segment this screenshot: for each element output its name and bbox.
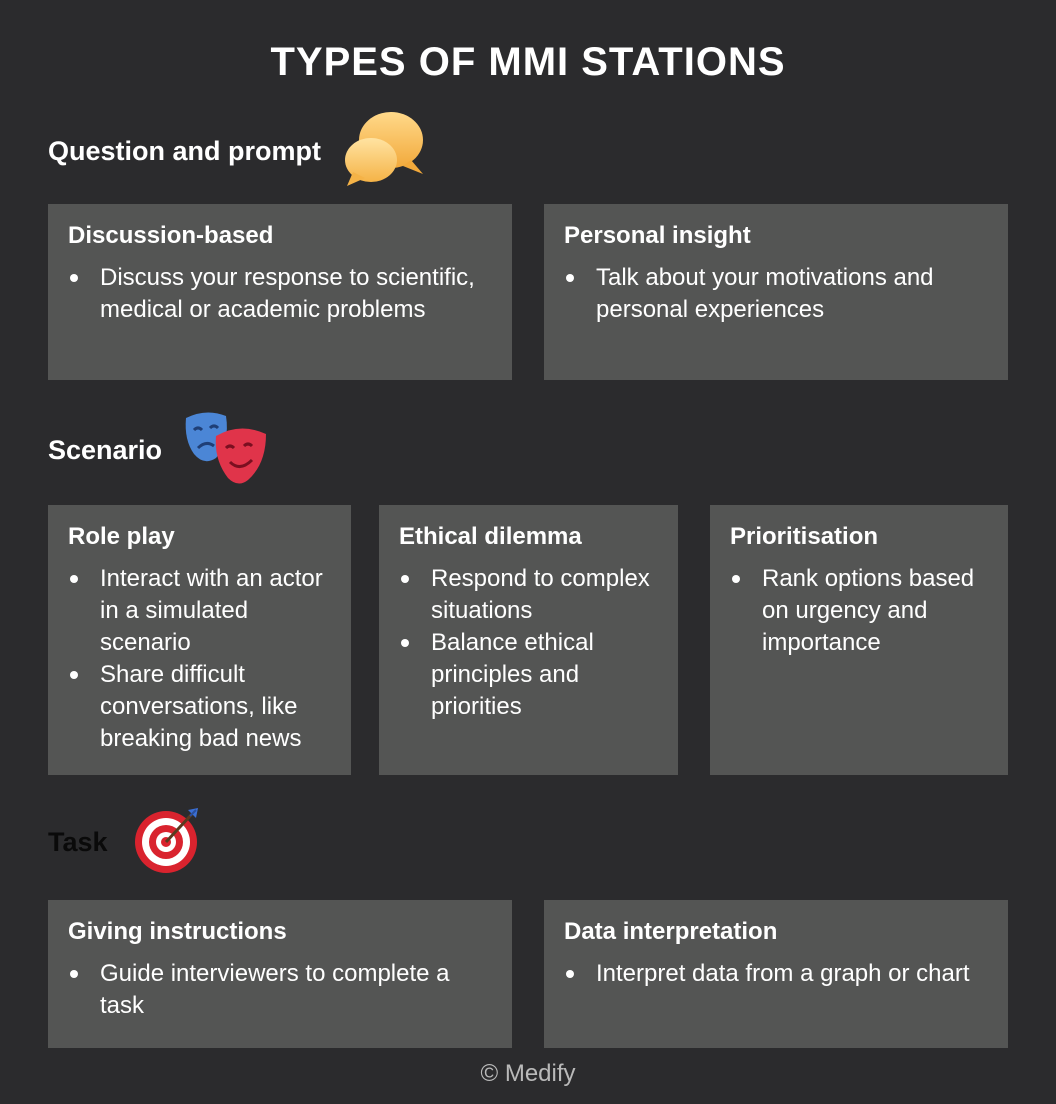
bullet-item: Interact with an actor in a simulated sc… (68, 563, 331, 659)
speech-bubbles-icon (343, 110, 427, 193)
card-role-play: Role play Interact with an actor in a si… (48, 505, 351, 775)
card-title: Discussion-based (68, 222, 274, 249)
bullet-list: Discuss your response to scientific, med… (68, 262, 492, 326)
page-title: TYPES OF MMI STATIONS (270, 40, 786, 84)
card-title: Prioritisation (730, 523, 879, 550)
bullet-item: Talk about your motivations and personal… (564, 262, 988, 326)
card-title: Role play (68, 523, 175, 550)
section-heading: Task (48, 827, 108, 857)
bullet-item: Interpret data from a graph or chart (564, 958, 988, 990)
card-title: Giving instructions (68, 918, 287, 945)
section-task: Task (48, 806, 202, 879)
bullet-item: Guide interviewers to complete a task (68, 958, 492, 1022)
card-discussion-based: Discussion-based Discuss your response t… (48, 204, 512, 380)
bullet-item: Share difficult conversations, like brea… (68, 659, 331, 755)
card-ethical-dilemma: Ethical dilemma Respond to complex situa… (379, 505, 678, 775)
target-dart-icon (132, 806, 202, 879)
card-personal-insight: Personal insight Talk about your motivat… (544, 204, 1008, 380)
card-data-interpretation: Data interpretation Interpret data from … (544, 900, 1008, 1048)
bullet-list: Interact with an actor in a simulated sc… (68, 563, 331, 755)
bullet-list: Guide interviewers to complete a task (68, 958, 492, 1022)
bullet-item: Respond to complex situations (399, 563, 658, 627)
copyright-footer: © Medify (480, 1060, 576, 1087)
bullet-list: Respond to complex situations Balance et… (399, 563, 658, 723)
bullet-list: Interpret data from a graph or chart (564, 958, 988, 990)
card-title: Ethical dilemma (399, 523, 582, 550)
bullet-item: Rank options based on urgency and import… (730, 563, 988, 659)
card-giving-instructions: Giving instructions Guide interviewers t… (48, 900, 512, 1048)
section-heading: Scenario (48, 435, 163, 465)
card-title: Data interpretation (564, 918, 778, 945)
section-question-and-prompt: Question and prompt (48, 110, 427, 193)
bullet-item: Balance ethical principles and prioritie… (399, 627, 658, 723)
bullet-list: Rank options based on urgency and import… (730, 563, 988, 659)
bullet-list: Talk about your motivations and personal… (564, 262, 988, 326)
theater-masks-icon (182, 408, 268, 493)
card-prioritisation: Prioritisation Rank options based on urg… (710, 505, 1008, 775)
bullet-item: Discuss your response to scientific, med… (68, 262, 492, 326)
section-heading: Question and prompt (48, 136, 321, 166)
section-scenario: Scenario (48, 408, 268, 493)
card-title: Personal insight (564, 222, 751, 249)
